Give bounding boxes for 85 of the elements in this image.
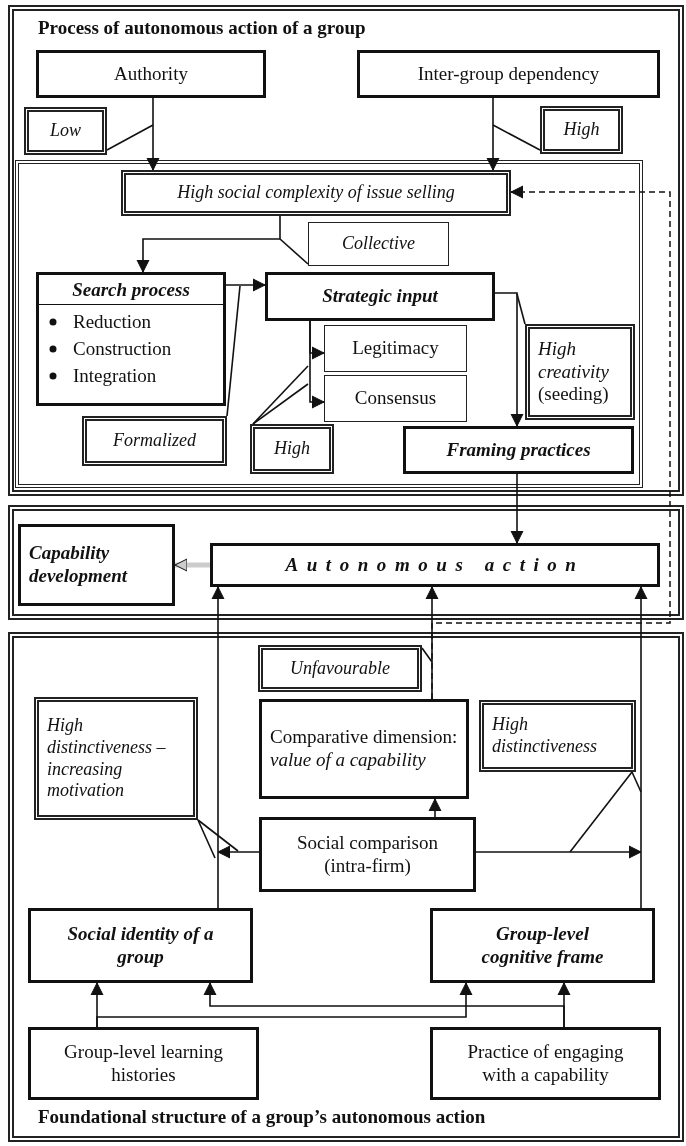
arrow: [510, 473, 524, 544]
box-label: High social complexity of issue selling: [177, 182, 455, 204]
arrow: [225, 278, 266, 292]
arrow: [428, 798, 442, 818]
leader-line: [197, 819, 239, 852]
leader-line: [569, 771, 633, 853]
concept-box: [18, 524, 175, 606]
qualifier-box: [24, 107, 107, 155]
list-item: Integration: [73, 365, 157, 387]
arrow: [146, 97, 160, 171]
panel: [8, 632, 684, 1142]
box-label: Collective: [342, 233, 415, 255]
arrow: [96, 982, 473, 1028]
box-label: Autonomous action: [285, 553, 585, 577]
leader-line: [516, 293, 526, 325]
leader-line: [279, 238, 309, 265]
box-label: Strategic input: [322, 285, 438, 308]
qualifier-box: [250, 424, 334, 474]
box-label: Group-level cognitive frame: [480, 922, 605, 969]
leader-line: [226, 285, 241, 417]
box-label: Formalized: [113, 430, 196, 452]
qualifier-box: [525, 324, 635, 420]
list-item: Construction: [73, 338, 172, 360]
box-label: Legitimacy: [352, 337, 439, 360]
leader-line: [631, 771, 642, 793]
leader-line: [197, 819, 216, 859]
arrow: [494, 292, 524, 427]
concept-box: [36, 50, 266, 98]
box-label: Authority: [114, 62, 188, 86]
box-label: Inter-group dependency: [417, 62, 600, 86]
arrow: [425, 586, 439, 700]
concept-box: [265, 272, 495, 321]
qualifier-box: [82, 416, 227, 466]
qualifier-box: [479, 700, 636, 772]
box-label: Comparative dimension: value of a capability: [270, 726, 458, 772]
concept-box: [36, 272, 226, 406]
box-label: High: [563, 119, 600, 141]
qualifier-box: [540, 106, 623, 154]
box-label: Unfavourable: [290, 657, 390, 680]
leader-line: [252, 365, 309, 425]
concept-box: [403, 426, 634, 474]
leader-line: [421, 647, 433, 663]
arrow: [136, 215, 281, 273]
block-arrow: [174, 558, 210, 572]
box-label: Capability development: [29, 542, 129, 588]
box-label: Social identity of a group: [66, 922, 215, 969]
leader-line: [252, 383, 309, 425]
item-box: [324, 325, 467, 372]
panel-heading: Process of autonomous action of a group: [38, 17, 366, 39]
concept-box: [259, 699, 469, 799]
panel: [8, 505, 684, 620]
concept-box: [430, 908, 655, 983]
arrow: [211, 586, 225, 909]
inner-panel: [15, 160, 643, 488]
arrow: [217, 845, 260, 859]
concept-box: [28, 1027, 259, 1100]
arrow: [309, 320, 325, 409]
concept-box: [210, 543, 660, 587]
arrow: [634, 586, 648, 909]
arrow: [475, 845, 642, 859]
concept-box: [357, 50, 660, 98]
concept-box: [259, 817, 476, 892]
box-label: Social comparison (intra-firm): [296, 831, 439, 878]
box-label: High: [274, 438, 310, 460]
box-label: Consensus: [354, 387, 437, 410]
box-label: Practice of engaging with a capability: [466, 1040, 625, 1087]
box-label: High creativity (seeding): [538, 337, 611, 407]
box-label: High distinctiveness –increasing motivation: [47, 715, 167, 802]
box-label: Low: [50, 120, 81, 142]
box-label: Framing practices: [446, 438, 591, 462]
qualifier-box: [258, 645, 422, 692]
list-item: Reduction: [73, 311, 152, 333]
panel: [8, 5, 684, 496]
panel-heading: Foundational structure of a group’s autonomous action: [38, 1106, 486, 1128]
arrow: [203, 982, 565, 1028]
qualifier-box: [34, 697, 198, 820]
concept-box: [430, 1027, 661, 1100]
qualifier-box: [121, 170, 511, 216]
box-label: High distinctiveness: [492, 714, 598, 758]
arrow: [486, 97, 500, 171]
item-box: [308, 222, 449, 266]
item-box: [324, 375, 467, 422]
box-label: Group-level learning histories: [63, 1040, 224, 1087]
concept-box: [28, 908, 253, 983]
box-heading: Search process: [39, 275, 223, 305]
